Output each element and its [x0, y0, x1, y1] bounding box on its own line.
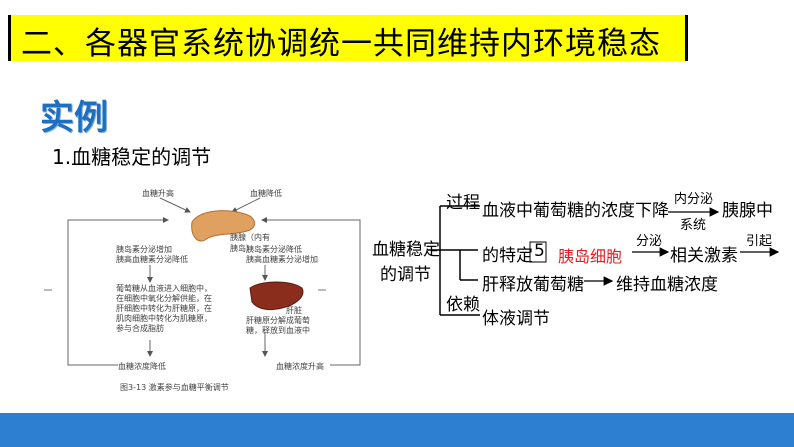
arrow1-top: 内分泌 — [674, 192, 714, 207]
bottom-bar — [0, 413, 794, 447]
fig-caption: 图3-13 激素参与血糖平衡调节 — [120, 383, 229, 392]
row4: 体液调节 — [482, 309, 550, 329]
arrow3-top: 引起 — [746, 234, 773, 249]
row1-text: 血液中葡萄糖的浓度下降 — [482, 201, 669, 221]
row1-end: 胰腺中 — [722, 201, 773, 221]
row2-mid: 相关激素 — [670, 246, 738, 266]
fig-right-desc: 肝糖原分解成葡萄 糖，释放到血液中 — [246, 316, 310, 335]
fig-label-low: 血糖降低 — [250, 189, 282, 198]
row2-start: 的特定 — [482, 246, 533, 266]
fig-left-effect-1: 胰岛素分泌增加 — [116, 245, 172, 254]
fig-left-desc: 葡萄糖从血液进入细胞中， 在细胞中氧化分解供能，在 肝细胞中转化为肝糖原，在 肌… — [116, 284, 212, 333]
example-heading: 实例 — [40, 98, 108, 138]
liver-image — [249, 281, 304, 311]
root-line1: 血糖稳定 — [372, 240, 440, 260]
answer-text: 胰岛细胞 — [558, 247, 623, 266]
arrow1-bottom: 系统 — [680, 218, 707, 233]
fig-bottom-high: 血糖浓度升高 — [276, 362, 324, 371]
fig-left-effect-2: 胰高血糖素分泌降低 — [116, 255, 188, 264]
fig-right-effect-2: 胰高血糖素分泌增加 — [246, 255, 318, 264]
pancreas-image — [191, 210, 256, 242]
box-num: 5 — [534, 241, 545, 261]
label-process: 过程 — [446, 193, 480, 213]
subtitle: 1.血糖稳定的调节 — [52, 145, 212, 169]
slide-title: 二、各器官系统协调统一共同维持内环境稳态 — [21, 26, 661, 62]
label-rely: 依赖 — [446, 295, 480, 315]
row3-end: 维持血糖浓度 — [616, 275, 718, 295]
fig-right-effect-1: 胰岛素分泌降低 — [246, 245, 302, 254]
fig-label-high: 血糖升高 — [142, 189, 174, 198]
fig-liver: 肝脏 — [286, 306, 302, 315]
arrow2-top: 分泌 — [636, 234, 663, 249]
row3-start: 肝释放葡萄糖 — [482, 275, 584, 295]
title-banner: 二、各器官系统协调统一共同维持内环境稳态 — [8, 15, 688, 62]
fig-bottom-low: 血糖浓度降低 — [118, 362, 166, 371]
root-line2: 的调节 — [380, 265, 431, 285]
fig-pancreas: 胰腺（内有胰岛） — [230, 233, 270, 253]
